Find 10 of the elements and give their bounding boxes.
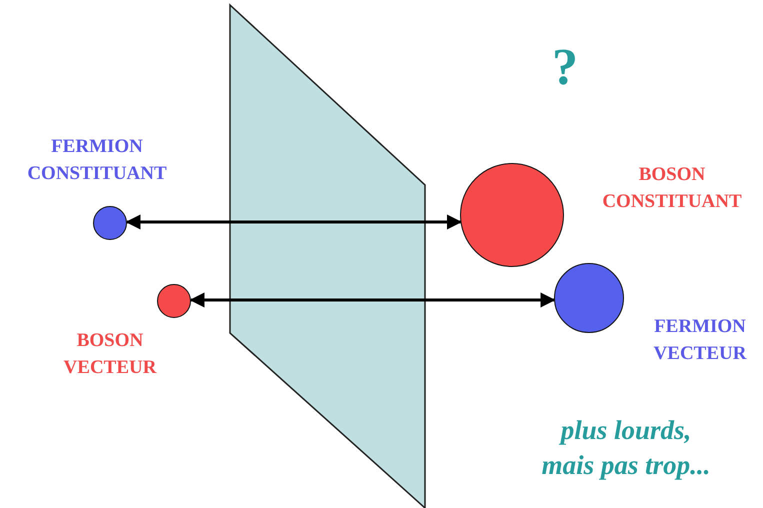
particle-label: FERMION CONSTITUANT (26, 135, 168, 186)
particle-label: FERMION VECTEUR (652, 315, 748, 366)
particle-circle (157, 284, 191, 318)
double-arrow (125, 214, 462, 230)
note-text: plus lourds, mais pas trop... (540, 414, 712, 482)
double-arrow (189, 292, 556, 308)
particle-circle (93, 206, 127, 240)
particle-label: BOSON VECTEUR (62, 329, 158, 380)
particle-label: BOSON CONSTITUANT (601, 163, 743, 214)
question-mark: ? (551, 38, 579, 98)
